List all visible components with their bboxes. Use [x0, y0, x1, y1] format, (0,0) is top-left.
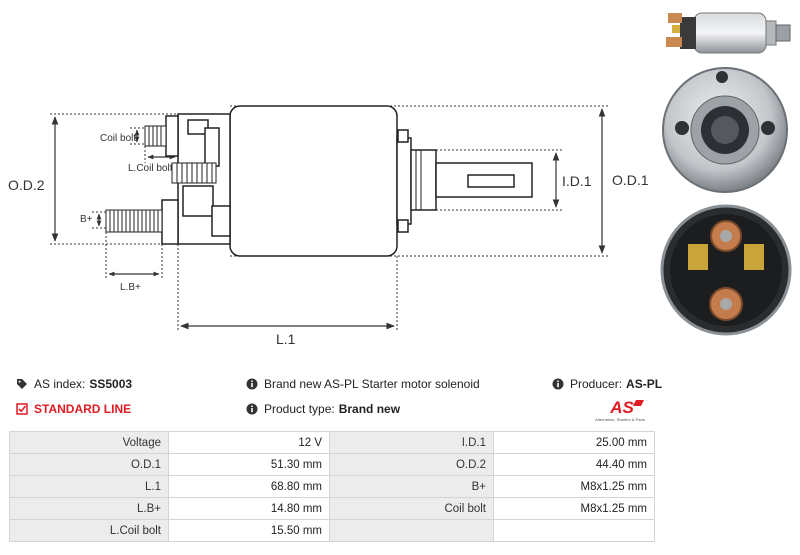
product-type: Product type: Brand new: [246, 402, 400, 416]
product-type-value: Brand new: [338, 402, 401, 416]
spec-value: M8x1.25 mm: [493, 475, 655, 498]
producer: Producer: AS-PL: [552, 377, 662, 391]
product-photo-back: [660, 204, 792, 336]
spec-label: O.D.1: [9, 453, 169, 476]
standard-line: STANDARD LINE: [16, 402, 131, 416]
product-photo-front: [662, 67, 788, 193]
spec-label: I.D.1: [329, 431, 494, 454]
as-index-value: SS5003: [89, 377, 133, 391]
spec-value: 25.00 mm: [493, 431, 655, 454]
spec-value: 12 V: [168, 431, 330, 454]
spec-label: [329, 519, 494, 542]
spec-value: 51.30 mm: [168, 453, 330, 476]
label-coil-bolt: Coil bolt: [100, 133, 136, 144]
spec-label: L.1: [9, 475, 169, 498]
table-row: L.1 68.80 mm B+ M8x1.25 mm: [9, 475, 655, 498]
label-bplus: B+: [80, 214, 93, 225]
spec-value: [493, 519, 655, 542]
description-text: Brand new AS-PL Starter motor solenoid: [264, 377, 480, 391]
label-od2: O.D.2: [8, 177, 45, 193]
spec-label: B+: [329, 475, 494, 498]
spec-table: Voltage 12 V I.D.1 25.00 mm O.D.1 51.30 …: [9, 431, 655, 542]
spec-label: Coil bolt: [329, 497, 494, 520]
spec-label: L.B+: [9, 497, 169, 520]
check-icon: [16, 403, 28, 415]
tag-icon: [17, 379, 27, 389]
standard-line-label: STANDARD LINE: [34, 402, 132, 416]
producer-label: Producer:: [570, 377, 623, 391]
product-photo-side: [666, 12, 791, 54]
product-type-label: Product type:: [264, 402, 335, 416]
table-row: L.B+ 14.80 mm Coil bolt M8x1.25 mm: [9, 497, 655, 520]
label-od1: O.D.1: [612, 172, 649, 188]
spec-label: O.D.2: [329, 453, 494, 476]
solenoid-technical-drawing: O.D.2 O.D.1 I.D.1 L.1 L.B+ B+ Coil bolt …: [8, 105, 649, 347]
spec-value: 44.40 mm: [493, 453, 655, 476]
info-icon: [552, 378, 564, 390]
label-lb: L.B+: [120, 282, 141, 293]
table-row: Voltage 12 V I.D.1 25.00 mm: [9, 431, 655, 454]
spec-label: Voltage: [9, 431, 169, 454]
as-index-label: AS index:: [34, 377, 86, 391]
spec-value: 68.80 mm: [168, 475, 330, 498]
label-l1: L.1: [276, 331, 296, 347]
product-description: Brand new AS-PL Starter motor solenoid: [246, 377, 480, 391]
label-id1: I.D.1: [562, 173, 592, 189]
producer-value: AS-PL: [626, 377, 663, 391]
spec-value: 14.80 mm: [168, 497, 330, 520]
spec-value: 15.50 mm: [168, 519, 330, 542]
info-icon: [246, 403, 258, 415]
svg-text:AS: AS: [609, 398, 634, 417]
as-index: AS index: SS5003: [16, 377, 132, 391]
spec-label: L.Coil bolt: [9, 519, 169, 542]
label-lcoil-bolt: L.Coil bolt: [128, 163, 173, 174]
spec-value: M8x1.25 mm: [493, 497, 655, 520]
as-pl-logo: AS Alternators, Starters & Parts: [595, 398, 645, 422]
svg-text:Alternators, Starters & Parts: Alternators, Starters & Parts: [595, 417, 645, 422]
info-icon: [246, 378, 258, 390]
table-row: L.Coil bolt 15.50 mm: [9, 519, 655, 542]
table-row: O.D.1 51.30 mm O.D.2 44.40 mm: [9, 453, 655, 476]
